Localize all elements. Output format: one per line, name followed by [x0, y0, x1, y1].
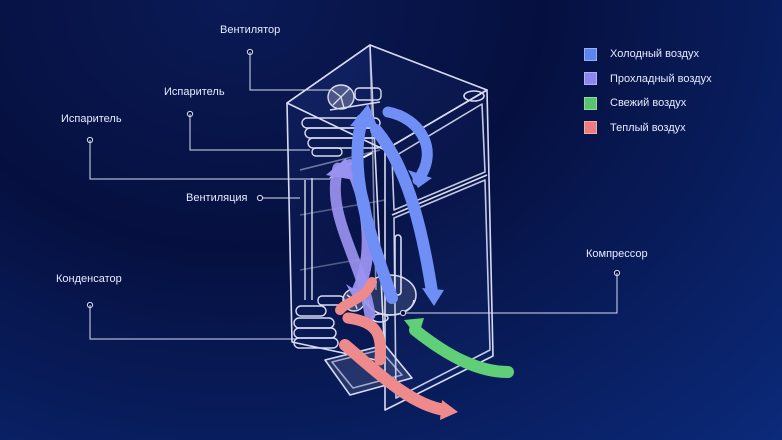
legend-item-fresh: Свежий воздух [584, 91, 712, 116]
label-ventilation: Вентиляция [186, 192, 248, 204]
legend-label: Холодный воздух [610, 48, 700, 61]
legend-label: Теплый воздух [610, 121, 686, 134]
cold-air-arrow-down [370, 124, 438, 298]
legend: Холодный воздух Прохладный воздух Свежий… [584, 42, 712, 140]
warm-air-arrow-middle [342, 312, 386, 366]
warm-air-arrow-bottom [339, 339, 451, 416]
legend-swatch-fresh [584, 96, 597, 110]
cold-air-arrow-up [351, 114, 398, 304]
fridge-door [393, 179, 491, 399]
label-evaporator-top: Испаритель [164, 86, 225, 98]
legend-label: Свежий воздух [610, 97, 687, 110]
legend-label: Прохладный воздух [610, 72, 712, 85]
label-evaporator-left: Испаритель [61, 113, 122, 125]
airflow-arrows [326, 104, 514, 420]
condenser-coil [293, 295, 345, 349]
hinge [463, 90, 485, 102]
legend-item-cold: Холодный воздух [584, 42, 712, 67]
fresh-air-arrow [409, 324, 514, 378]
door-handle [394, 234, 402, 296]
leader-lines [86, 48, 621, 340]
door-divider [391, 174, 488, 216]
label-compressor: Компрессор [586, 248, 648, 260]
cold-air-arrow-freezer [382, 106, 433, 186]
label-condenser: Конденсатор [56, 273, 122, 285]
legend-item-cool: Прохладный воздух [584, 67, 712, 92]
legend-swatch-cold [584, 47, 597, 61]
legend-item-warm: Теплый воздух [584, 116, 712, 141]
warm-air-arrow-top [335, 277, 377, 315]
condenser-pipe [304, 178, 313, 300]
freezer-door [391, 103, 486, 211]
legend-swatch-cool [584, 72, 597, 86]
fan-unit [327, 84, 382, 110]
legend-swatch-warm [584, 121, 597, 135]
label-fan: Вентилятор [220, 24, 281, 36]
